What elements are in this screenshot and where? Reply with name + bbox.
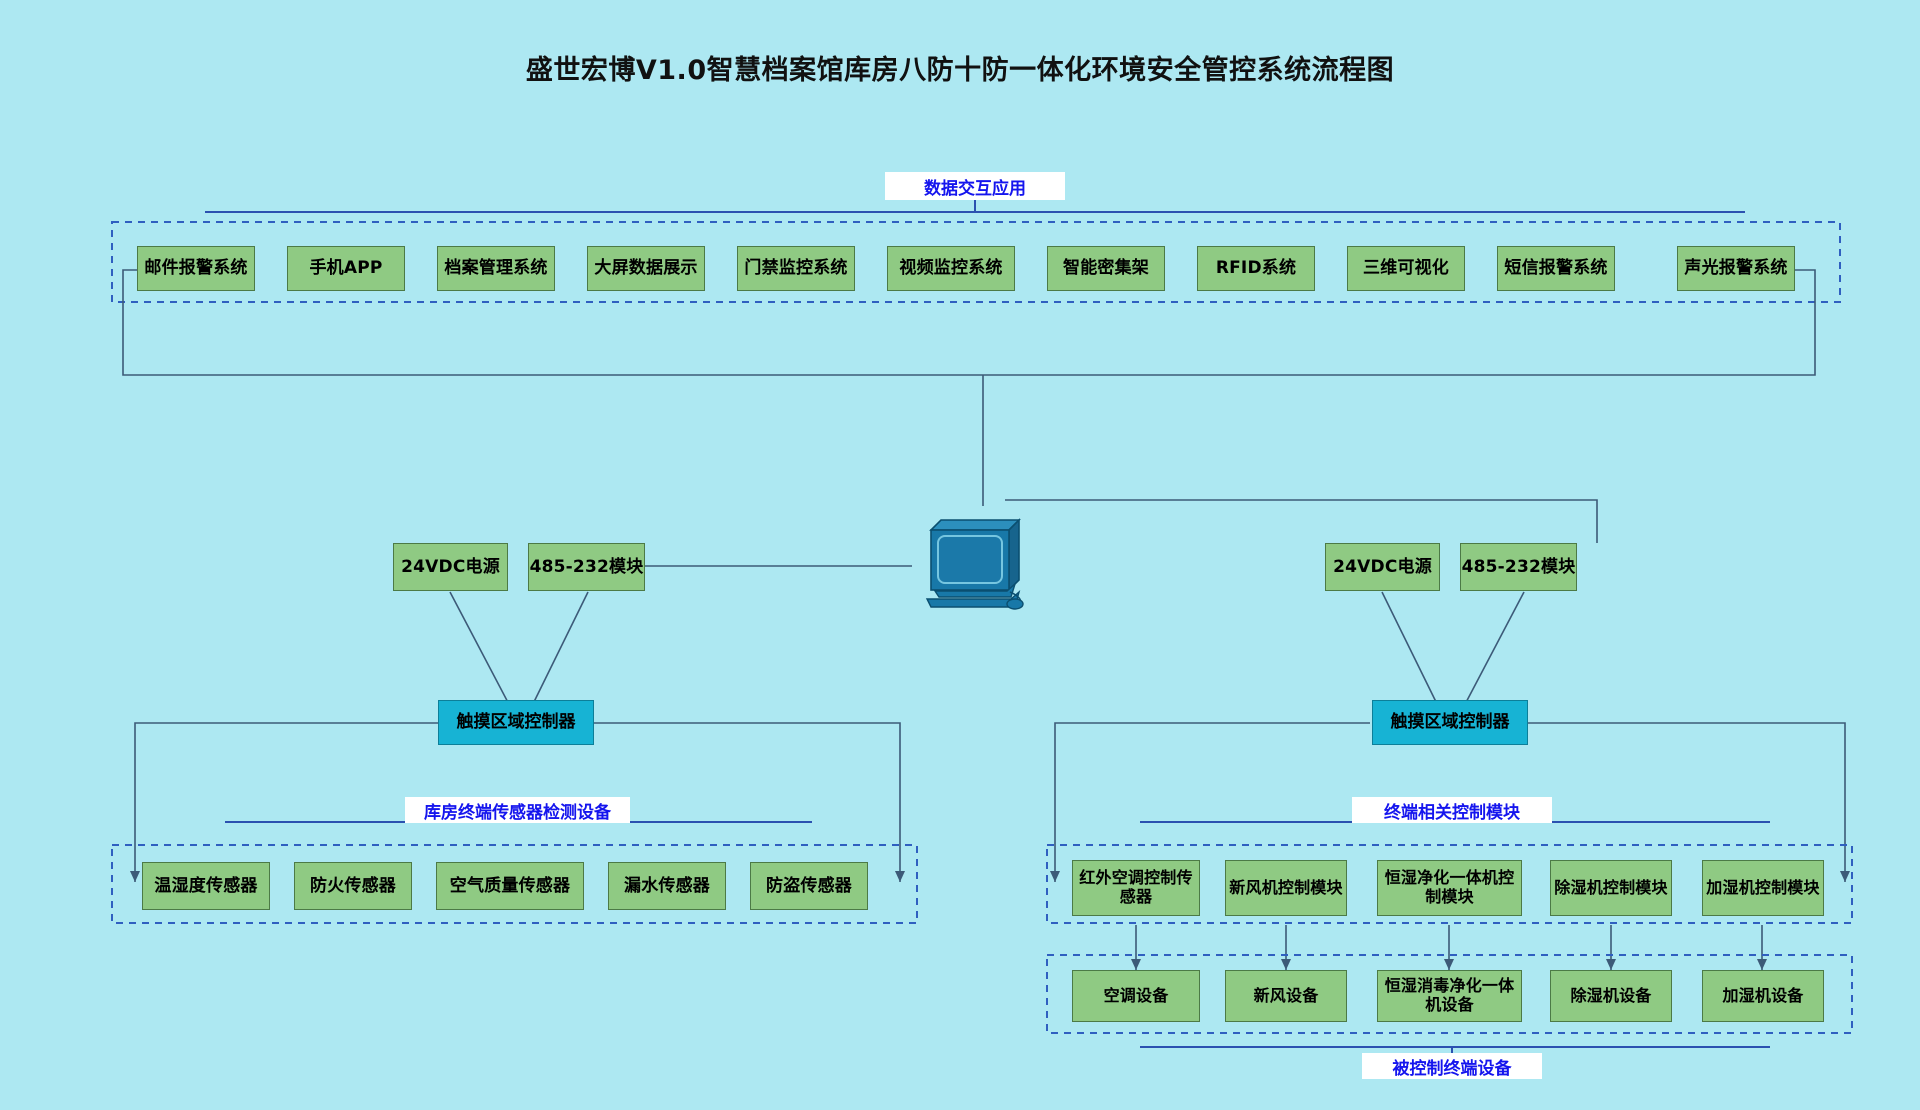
device-box-fresh-air[interactable]: 新风设备	[1225, 970, 1347, 1022]
sensor-box-fire[interactable]: 防火传感器	[294, 862, 412, 910]
control-module-constant-humidity-purifier[interactable]: 恒湿净化一体机控制模块	[1377, 860, 1522, 916]
sensor-box-temp-humidity[interactable]: 温湿度传感器	[142, 862, 270, 910]
app-box-mobile-app[interactable]: 手机APP	[287, 246, 405, 291]
app-box-video-surveillance[interactable]: 视频监控系统	[887, 246, 1015, 291]
caption-warehouse-sensors: 库房终端传感器检测设备	[405, 797, 630, 823]
app-box-archive-management[interactable]: 档案管理系统	[437, 246, 555, 291]
sensor-box-water-leak[interactable]: 漏水传感器	[608, 862, 726, 910]
app-box-access-control-monitoring[interactable]: 门禁监控系统	[737, 246, 855, 291]
device-box-humidifier[interactable]: 加湿机设备	[1702, 970, 1824, 1022]
app-box-rfid-system[interactable]: RFID系统	[1197, 246, 1315, 291]
right-touch-zone-controller[interactable]: 触摸区域控制器	[1372, 700, 1528, 745]
caption-data-interaction: 数据交互应用	[885, 172, 1065, 200]
left-touch-zone-controller[interactable]: 触摸区域控制器	[438, 700, 594, 745]
left-power-box[interactable]: 24VDC电源	[393, 543, 508, 591]
sensor-box-intrusion[interactable]: 防盗传感器	[750, 862, 868, 910]
app-box-email-alarm[interactable]: 邮件报警系统	[137, 246, 255, 291]
control-module-fresh-air-fan[interactable]: 新风机控制模块	[1225, 860, 1347, 916]
left-rs485-converter-box[interactable]: 485-232模块	[528, 543, 645, 591]
control-module-dehumidifier[interactable]: 除湿机控制模块	[1550, 860, 1672, 916]
caption-terminal-control-modules: 终端相关控制模块	[1352, 797, 1552, 823]
desktop-computer-icon	[915, 500, 1027, 610]
device-box-air-conditioner[interactable]: 空调设备	[1072, 970, 1200, 1022]
right-rs485-converter-box[interactable]: 485-232模块	[1460, 543, 1577, 591]
device-box-dehumidifier[interactable]: 除湿机设备	[1550, 970, 1672, 1022]
sensor-box-air-quality[interactable]: 空气质量传感器	[436, 862, 584, 910]
page-title: 盛世宏博V1.0智慧档案馆库房八防十防一体化环境安全管控系统流程图	[525, 55, 1395, 86]
app-box-sms-alarm[interactable]: 短信报警系统	[1497, 246, 1615, 291]
app-box-audible-visual-alarm[interactable]: 声光报警系统	[1677, 246, 1795, 291]
right-power-box[interactable]: 24VDC电源	[1325, 543, 1440, 591]
control-module-ir-air-conditioner[interactable]: 红外空调控制传感器	[1072, 860, 1200, 916]
device-box-constant-humidity-purifier[interactable]: 恒湿消毒净化一体机设备	[1377, 970, 1522, 1022]
control-module-humidifier[interactable]: 加湿机控制模块	[1702, 860, 1824, 916]
caption-controlled-terminal-devices: 被控制终端设备	[1362, 1053, 1542, 1079]
app-box-smart-compact-shelving[interactable]: 智能密集架	[1047, 246, 1165, 291]
app-box-large-screen-display[interactable]: 大屏数据展示	[587, 246, 705, 291]
app-box-3d-visualization[interactable]: 三维可视化	[1347, 246, 1465, 291]
